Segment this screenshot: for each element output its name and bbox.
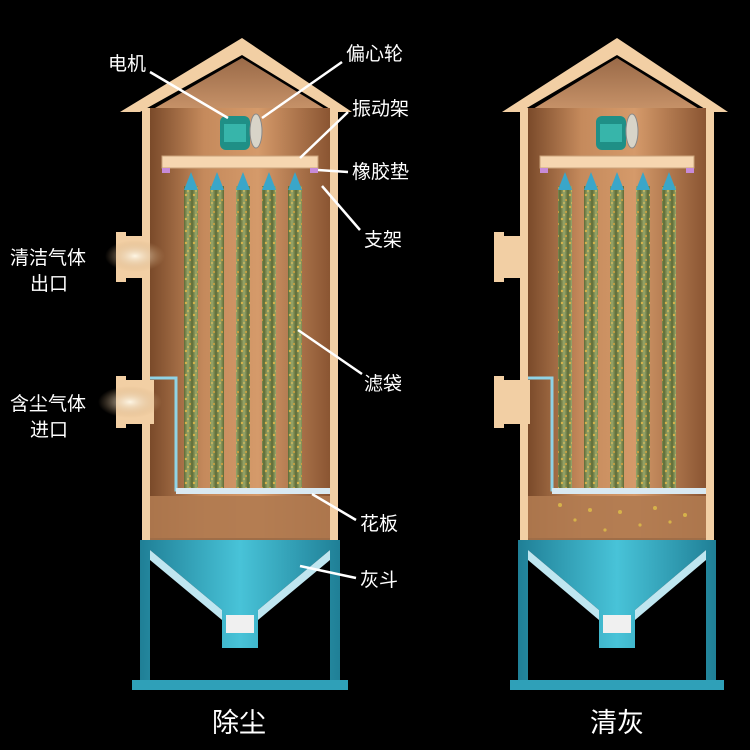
label-dusty-gas-inlet-line1: 含尘气体: [10, 393, 86, 415]
filter-bags: [184, 186, 302, 488]
filter-bags: [558, 186, 676, 488]
eccentric-wheel-icon: [625, 113, 639, 149]
filter-bag: [288, 186, 302, 488]
leader-vibration-frame: [299, 111, 349, 159]
filter-bag: [584, 186, 598, 488]
label-filter-bag: 滤袋: [364, 373, 402, 395]
motor-body: [224, 124, 246, 142]
filter-bag: [210, 186, 224, 488]
nozzle-icon: [636, 172, 650, 190]
leader-bracket: [321, 185, 361, 231]
label-eccentric-wheel: 偏心轮: [346, 43, 403, 65]
nozzle-icon: [584, 172, 598, 190]
ash-outlet: [226, 615, 254, 633]
dusty-gas-inlet-pipe: [500, 380, 530, 424]
caption-ash-cleaning: 清灰: [590, 708, 644, 739]
motor-body: [600, 124, 622, 142]
label-ash-hopper: 灰斗: [360, 569, 398, 591]
clean-gas-outlet-pipe: [500, 236, 528, 278]
hopper-edge: [635, 550, 706, 620]
nozzle-icon: [262, 172, 276, 190]
filter-bag: [184, 186, 198, 488]
label-clean-gas-outlet-line2: 出口: [30, 273, 68, 295]
dusty-gas-puff: [98, 386, 162, 418]
nozzle-icon: [288, 172, 302, 190]
leader-motor: [149, 70, 229, 120]
filter-bag: [662, 186, 676, 488]
label-tube-sheet: 花板: [360, 513, 398, 535]
dust-collection-unit: [98, 38, 352, 690]
leader-rubber-pad: [317, 168, 349, 174]
label-rubber-pad: 橡胶垫: [352, 161, 409, 183]
filter-bag: [610, 186, 624, 488]
filter-bag: [236, 186, 250, 488]
lower-chamber: [150, 496, 330, 546]
tube-sheet: [552, 488, 706, 494]
ash-cleaning-unit: [494, 38, 728, 690]
caption-dust-removal: 除尘: [212, 708, 266, 739]
hopper-edge: [528, 550, 599, 620]
outlet-flange: [494, 232, 504, 282]
nozzle-icon: [558, 172, 572, 190]
vibration-frame: [161, 155, 319, 169]
vibration-frame: [539, 155, 695, 169]
label-motor: 电机: [108, 53, 146, 75]
rubber-pad: [540, 168, 548, 173]
bag-nozzles: [184, 172, 302, 190]
nozzle-icon: [610, 172, 624, 190]
left-wall: [142, 108, 150, 548]
rubber-pad: [162, 168, 170, 173]
label-vibration-frame: 振动架: [352, 98, 409, 120]
right-wall: [706, 108, 714, 548]
filter-bag: [262, 186, 276, 488]
inlet-flange: [494, 376, 504, 428]
label-dusty-gas-inlet-line2: 进口: [30, 419, 68, 441]
ash-outlet: [603, 615, 631, 633]
nozzle-icon: [662, 172, 676, 190]
leader-eccentric-wheel: [261, 60, 343, 120]
labels: 电机 偏心轮 振动架 橡胶垫 支架 清洁气体 出口 滤袋 含尘气体 进口 花板 …: [10, 43, 409, 591]
hopper-edge: [150, 550, 222, 620]
hopper-base: [132, 680, 348, 690]
leader-tube-sheet: [311, 492, 357, 522]
hopper-base: [510, 680, 724, 690]
filter-bag: [636, 186, 650, 488]
eccentric-wheel-icon: [249, 113, 263, 149]
leader-ash-hopper: [299, 564, 357, 580]
roof: [502, 38, 728, 112]
roof: [120, 38, 352, 112]
label-bracket: 支架: [364, 229, 402, 251]
rubber-pad-right: [686, 168, 694, 173]
bag-nozzles: [558, 172, 676, 190]
filter-bag: [558, 186, 572, 488]
nozzle-icon: [184, 172, 198, 190]
label-clean-gas-outlet-line1: 清洁气体: [10, 247, 86, 269]
lower-chamber: [528, 496, 706, 546]
nozzle-icon: [236, 172, 250, 190]
rubber-pad-right: [310, 168, 318, 173]
leader-lines: [149, 60, 363, 580]
nozzle-icon: [210, 172, 224, 190]
left-wall: [520, 108, 528, 548]
right-wall: [330, 108, 338, 548]
leader-filter-bag: [297, 328, 363, 376]
tube-sheet: [176, 488, 330, 494]
clean-gas-puff: [105, 240, 165, 272]
roof-interior: [528, 58, 704, 112]
